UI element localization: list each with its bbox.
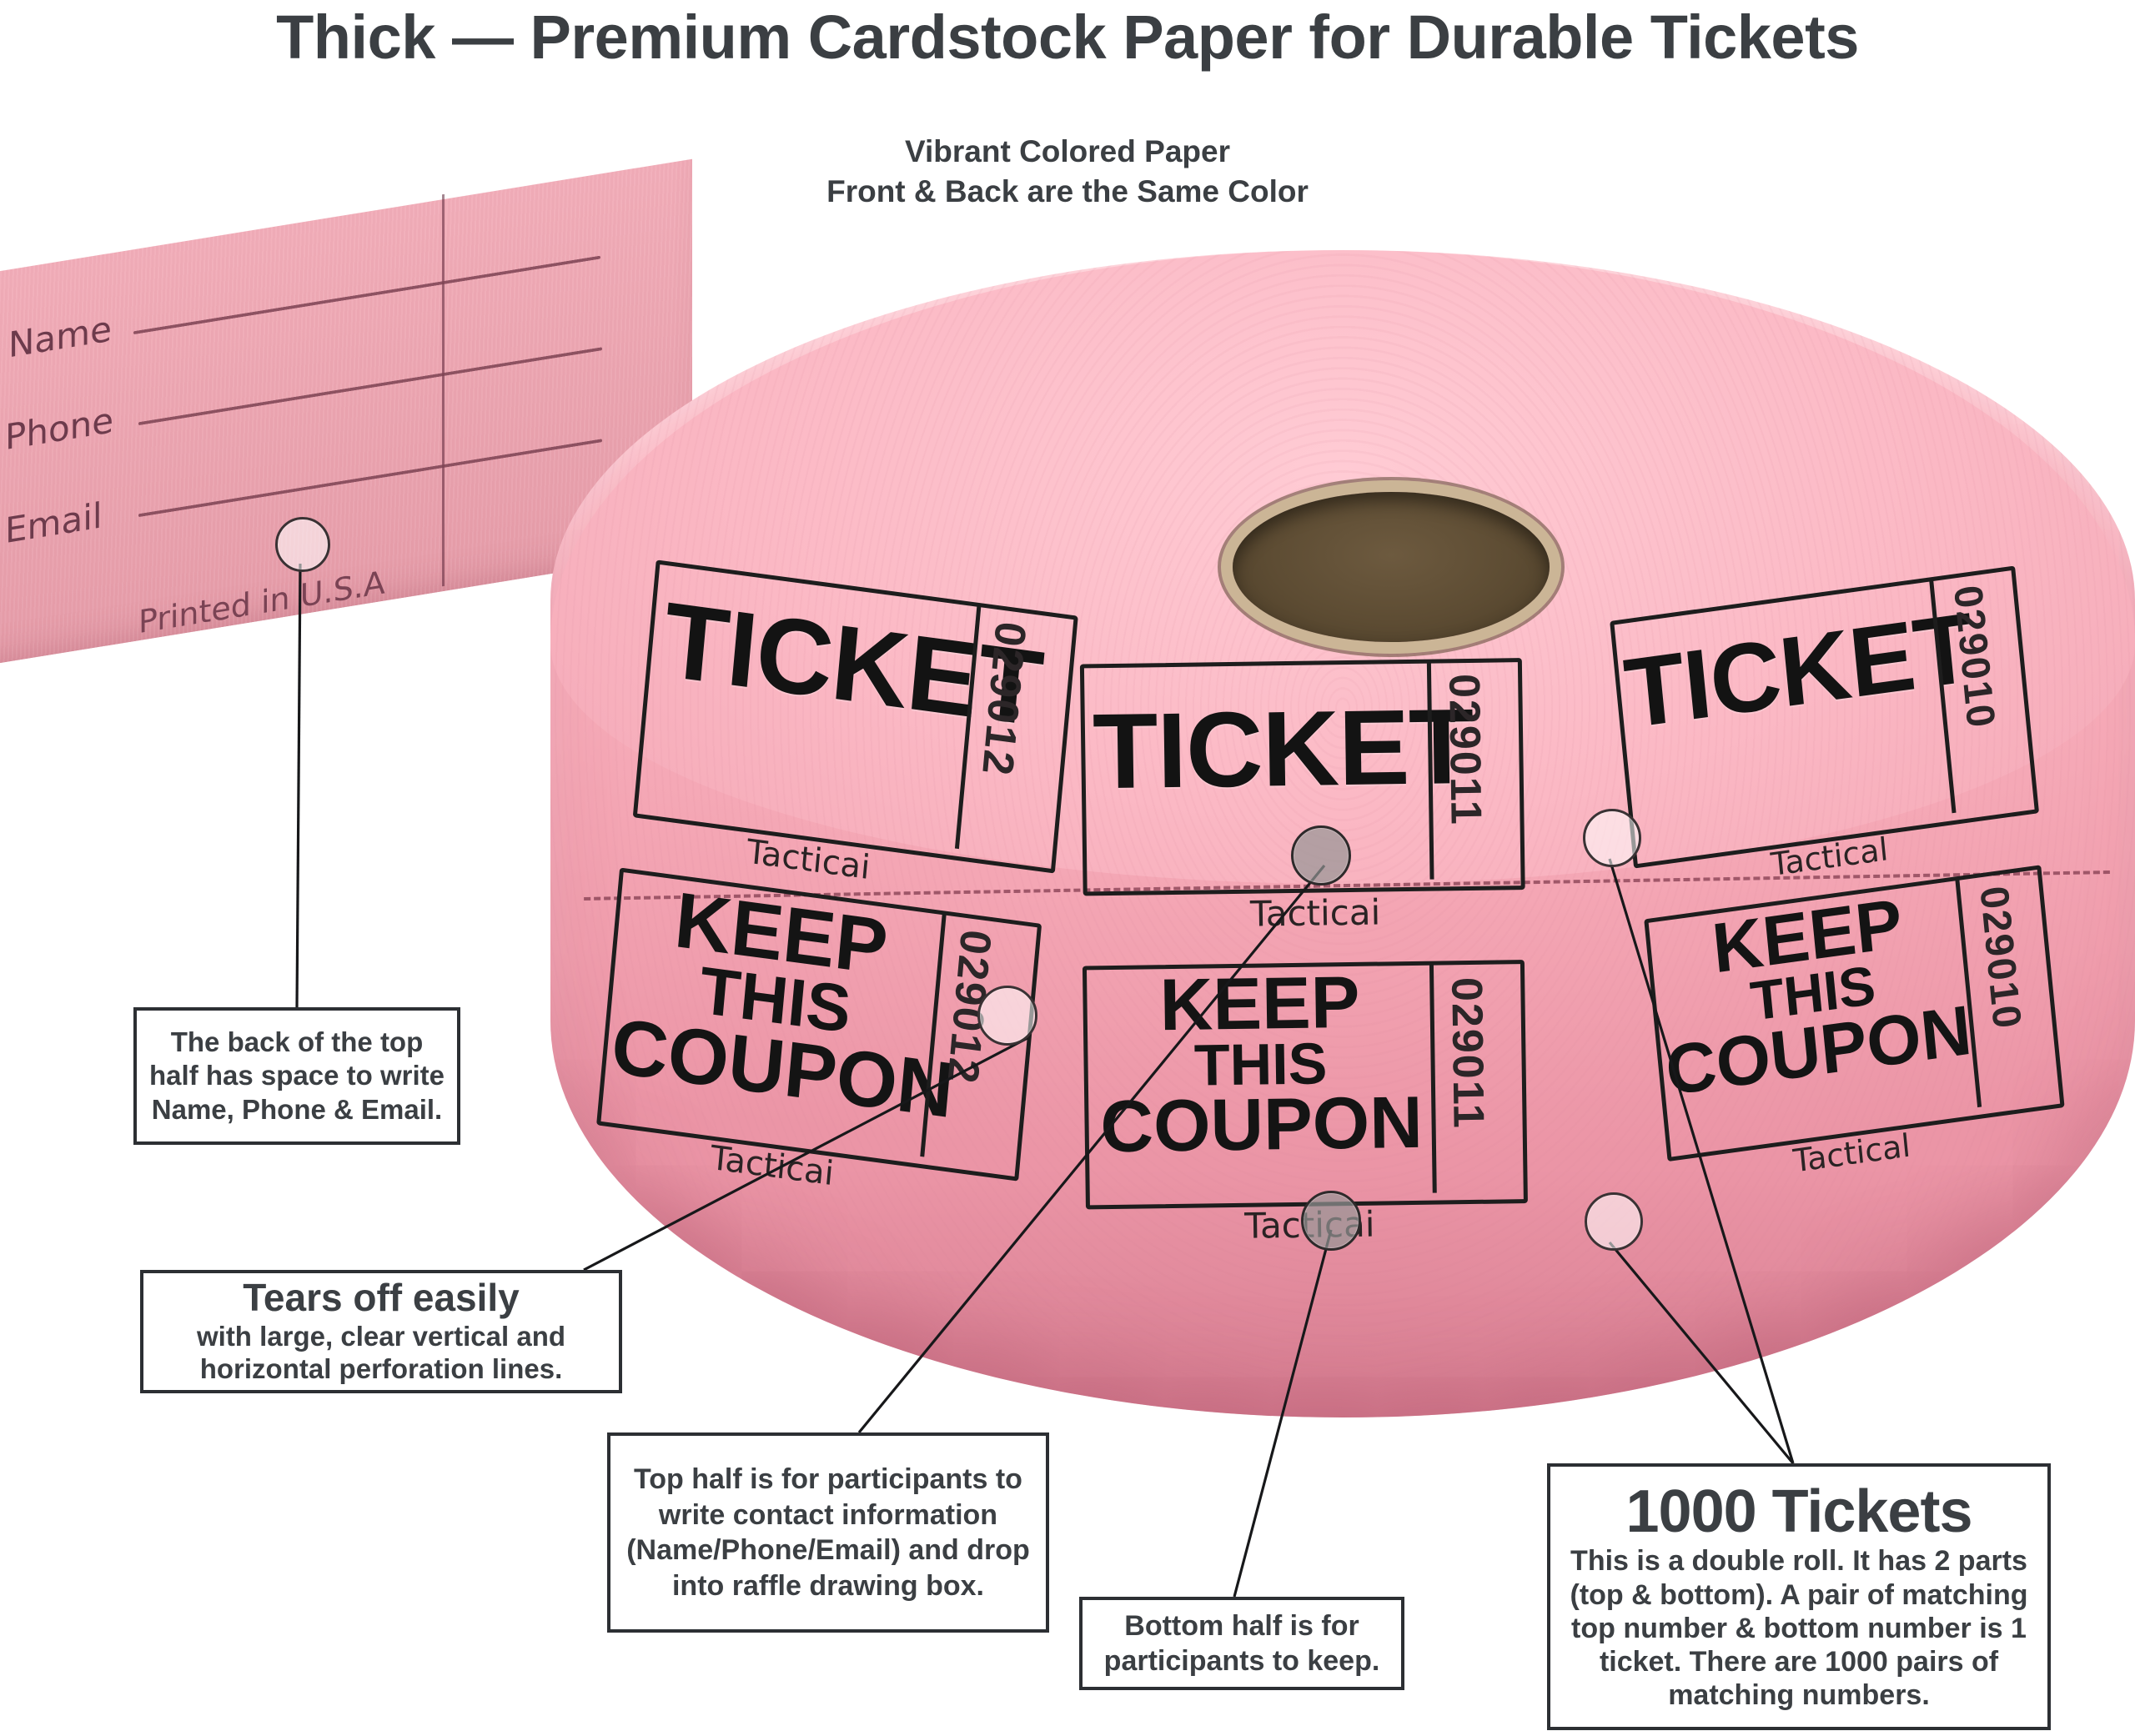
leader-back-of-top-half [295, 563, 302, 1008]
callout-tears-body: with large, clear vertical and horizonta… [196, 1320, 566, 1384]
marker-back-of-top-half [275, 517, 330, 572]
leader-tears-off [583, 1036, 1028, 1272]
callout-tears-heading: Tears off easily [243, 1276, 520, 1320]
leader-bottom-half [1233, 1229, 1333, 1598]
marker-bottom-half [1301, 1191, 1361, 1251]
subtitle-line-2: Front & Back are the Same Color [826, 174, 1309, 209]
callout-top-half-text: Top half is for participants to write co… [626, 1463, 1030, 1602]
roll-core-hole [1233, 492, 1550, 642]
callout-top-half: Top half is for participants to write co… [607, 1432, 1049, 1633]
marker-top-half [1291, 825, 1351, 886]
callout-back-text: The back of the top half has space to wr… [149, 1026, 445, 1125]
callout-ticket-count: 1000 Tickets This is a double roll. It h… [1547, 1463, 2051, 1730]
callout-count-body: This is a double roll. It has 2 parts (t… [1570, 1545, 2028, 1711]
leader-count-b [1608, 1241, 1795, 1465]
marker-bottom-serial [1585, 1192, 1643, 1251]
callout-count-heading: 1000 Tickets [1625, 1478, 1972, 1545]
leader-top-half [857, 864, 1326, 1434]
page-title: Thick — Premium Cardstock Paper for Dura… [276, 3, 1859, 72]
marker-top-serial [1583, 809, 1641, 867]
subtitle: Vibrant Colored Paper Front & Back are t… [0, 132, 2135, 212]
marker-tears-off [977, 986, 1037, 1046]
subtitle-line-1: Vibrant Colored Paper [905, 134, 1230, 168]
callout-back-of-top-half: The back of the top half has space to wr… [133, 1007, 460, 1145]
leader-count-a [1608, 858, 1795, 1464]
callout-bottom-half: Bottom half is for participants to keep. [1079, 1597, 1404, 1690]
callout-bottom-half-text: Bottom half is for participants to keep. [1103, 1609, 1380, 1678]
callout-tears-off: Tears off easily with large, clear verti… [140, 1270, 622, 1393]
